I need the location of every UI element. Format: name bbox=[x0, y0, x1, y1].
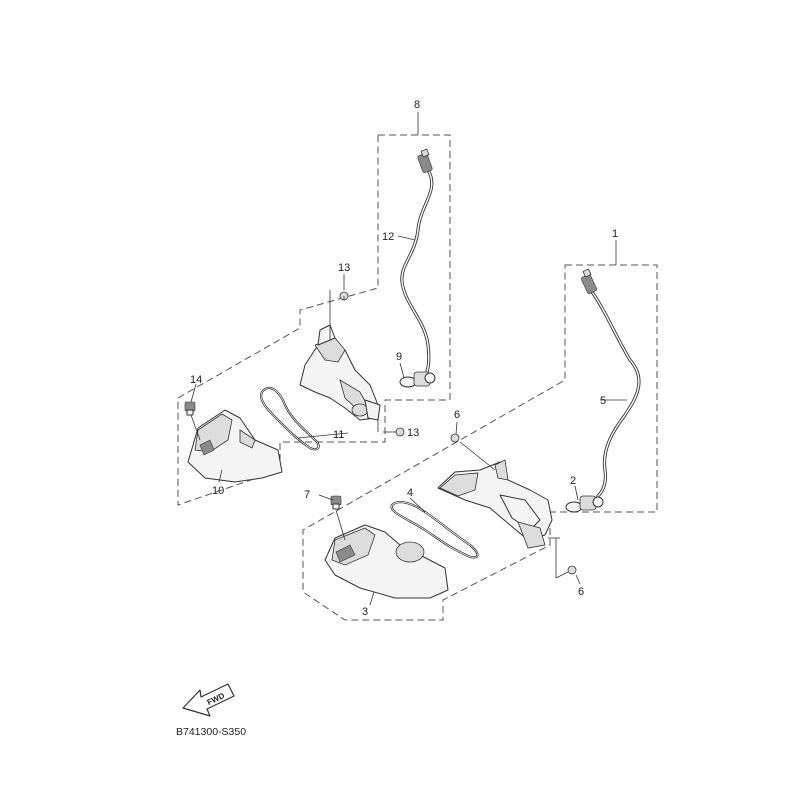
left-leader-lines bbox=[190, 112, 419, 483]
callout-2: 2 bbox=[570, 475, 576, 487]
callout-12: 12 bbox=[382, 231, 394, 243]
callout-13-lower: 13 bbox=[407, 427, 419, 439]
callout-1: 1 bbox=[612, 228, 618, 240]
callout-6-lower: 6 bbox=[578, 586, 584, 598]
callout-14: 14 bbox=[190, 374, 202, 386]
lead-wire-12 bbox=[400, 148, 434, 380]
screw-14 bbox=[184, 401, 196, 416]
drawing-code: B741300-S350 bbox=[176, 726, 246, 738]
callout-6-upper: 6 bbox=[454, 409, 460, 421]
fwd-arrow-icon: FWD bbox=[182, 683, 235, 717]
callout-3: 3 bbox=[362, 606, 368, 618]
callout-10: 10 bbox=[212, 485, 224, 497]
left-assembly-group bbox=[177, 112, 451, 506]
callout-11: 11 bbox=[333, 429, 344, 441]
right-leader-lines bbox=[318, 240, 627, 606]
callout-8: 8 bbox=[414, 99, 420, 111]
lead-wire-5 bbox=[581, 268, 641, 498]
callout-13-upper: 13 bbox=[338, 262, 350, 274]
right-assembly-group bbox=[302, 240, 658, 621]
right-group-boundary bbox=[302, 264, 658, 621]
bulb-9 bbox=[399, 371, 436, 388]
callout-7: 7 bbox=[304, 489, 310, 501]
left-housing bbox=[299, 324, 381, 421]
lens-3 bbox=[324, 524, 449, 599]
screw-13-upper bbox=[339, 291, 349, 301]
bulb-2 bbox=[565, 495, 604, 513]
gasket-4 bbox=[390, 501, 479, 559]
right-housing bbox=[437, 459, 553, 549]
screw-6-upper bbox=[450, 433, 460, 443]
callout-labels: 8 12 13 9 14 11 13 10 1 5 6 2 4 7 6 3 bbox=[190, 99, 618, 618]
screw-7 bbox=[330, 495, 342, 510]
callout-9: 9 bbox=[396, 351, 402, 363]
screw-6-lower bbox=[567, 565, 577, 575]
screw-13-lower bbox=[395, 427, 405, 437]
lens-10 bbox=[187, 409, 283, 483]
callout-4: 4 bbox=[407, 487, 413, 499]
gasket-11 bbox=[260, 386, 320, 451]
callout-5: 5 bbox=[600, 395, 606, 407]
